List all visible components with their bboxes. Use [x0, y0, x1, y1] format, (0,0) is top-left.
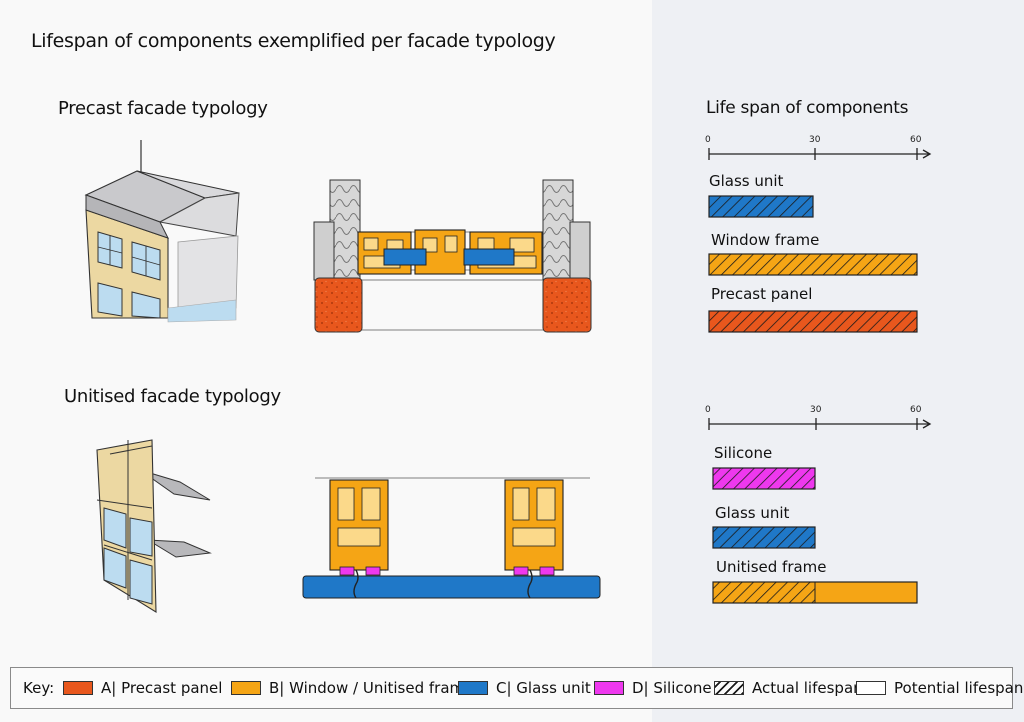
- legend-key-label: Key:: [23, 679, 55, 697]
- chart-1-tick-0: 0: [705, 135, 711, 145]
- precast-heading: Precast facade typology: [58, 98, 268, 119]
- chart-1-label-glass-unit: Glass unit: [709, 172, 784, 190]
- chart-heading: Life span of components: [706, 98, 909, 118]
- unitised-heading: Unitised facade typology: [64, 386, 281, 407]
- legend-item-precast-panel: A| Precast panel: [63, 677, 222, 699]
- chart-2-tick-60: 60: [910, 405, 922, 415]
- bar-glass-unit-actual-hatch: [709, 196, 813, 217]
- legend-swatch-empty: [856, 681, 886, 695]
- legend-item-glass-unit: C| Glass unit: [458, 677, 591, 699]
- chart-2-axis: [708, 418, 932, 430]
- chart-2-tick-0: 0: [705, 405, 711, 415]
- legend-swatch-silicone: [594, 681, 624, 695]
- unitised-frame-section: [302, 477, 601, 599]
- chart-1-bars: [708, 195, 918, 333]
- chart-1-label-precast-panel: Precast panel: [711, 285, 813, 303]
- bar-precast-panel-actual-hatch: [709, 311, 917, 332]
- chart-2-label-silicone: Silicone: [714, 444, 773, 462]
- chart-1-tick-30: 30: [809, 135, 821, 145]
- legend-box: Key: A| Precast panel B| Window / Unitis…: [10, 667, 1023, 709]
- legend-item-frame: B| Window / Unitised frame: [231, 677, 473, 699]
- chart-2-label-glass-unit: Glass unit: [715, 504, 790, 522]
- legend-text-potential: Potential lifespan: [894, 679, 1024, 697]
- legend-swatch-precast: [63, 681, 93, 695]
- precast-window-section: [313, 179, 592, 333]
- bar-window-frame-actual-hatch: [709, 254, 917, 275]
- chart-2-bars: [712, 467, 918, 604]
- legend-item-potential-lifespan: Potential lifespan: [856, 677, 1023, 699]
- unitised-facade-sketch: [96, 439, 212, 613]
- legend-text-glass: C| Glass unit: [496, 679, 591, 697]
- chart-2-tick-30: 30: [810, 405, 822, 415]
- legend-swatch-glass: [458, 681, 488, 695]
- legend-text-precast: A| Precast panel: [101, 679, 223, 697]
- legend-text-actual: Actual lifespan: [752, 679, 863, 697]
- legend-text-silicone: D| Silicone: [632, 679, 712, 697]
- page-title: Lifespan of components exemplified per f…: [31, 30, 556, 52]
- legend-swatch-hatch: [714, 681, 744, 695]
- chart-1-label-window-frame: Window frame: [711, 231, 820, 249]
- legend-item-silicone: D| Silicone: [594, 677, 712, 699]
- legend-text-frame: B| Window / Unitised frame: [269, 679, 474, 697]
- bar-silicone-actual-hatch: [713, 468, 815, 489]
- legend-item-actual-lifespan: Actual lifespan: [714, 677, 863, 699]
- chart-2-label-unitised-frame: Unitised frame: [716, 558, 827, 576]
- chart-1-axis: [708, 148, 932, 160]
- chart-1-tick-60: 60: [910, 135, 922, 145]
- bar-unitised-frame-actual-hatch: [713, 582, 815, 603]
- bar-glass-unit-actual-hatch: [713, 527, 815, 548]
- legend-swatch-frame: [231, 681, 261, 695]
- precast-facade-sketch: [84, 140, 240, 323]
